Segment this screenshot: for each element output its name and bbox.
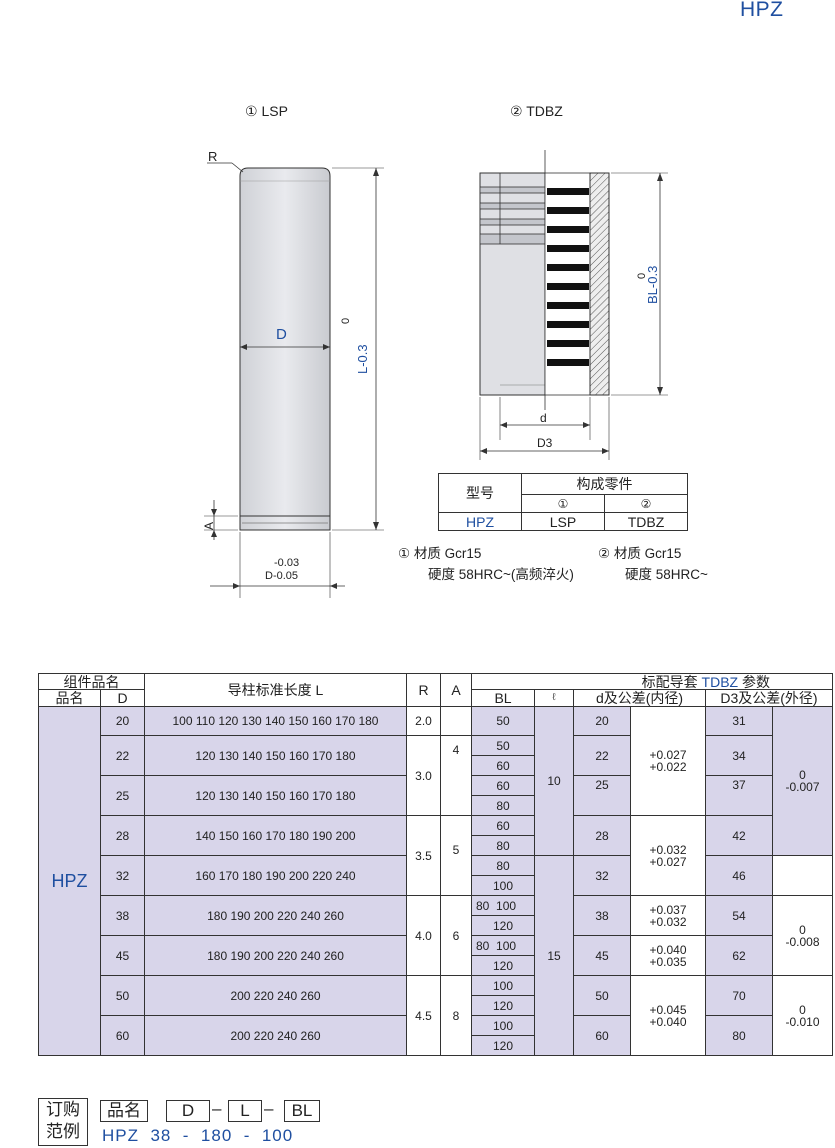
- composition-table: 型号 构成零件 ① ② HPZ LSP TDBZ: [438, 473, 688, 531]
- parts-header: 构成零件: [521, 473, 688, 495]
- spec-table: 组件品名 导柱标准长度 L R A 标配导套 TDBZ 参数 品名 D BL ℓ…: [38, 673, 833, 1056]
- table-row: 45 180 190 200 220 240 260 80 100 45 +0.…: [39, 935, 833, 976]
- r-label: R: [208, 149, 218, 164]
- l-dim-label: L-0.3: [355, 344, 370, 374]
- bushing-header: 标配导套 TDBZ 参数: [471, 673, 833, 690]
- a-label: A: [202, 521, 216, 530]
- part2-no: ②: [604, 494, 688, 513]
- bl-dim-label: BL-0.3: [645, 265, 660, 304]
- tdbz-bushing-drawing: [479, 150, 668, 460]
- technical-drawing: [204, 150, 668, 598]
- order-name-box: 品名: [100, 1100, 148, 1122]
- length-header: 导柱标准长度 L: [144, 673, 407, 707]
- table-row: 60 200 220 240 260 100 60 80: [39, 1015, 833, 1056]
- part1-value: LSP: [521, 512, 605, 531]
- tdbz-title: ② TDBZ: [510, 103, 563, 119]
- order-dash-1: –: [212, 1099, 222, 1118]
- lsp-pin-drawing: [204, 162, 384, 598]
- d-tol-bottom: D-0.05: [265, 570, 299, 582]
- table-row: 50 200 220 240 260 4.5 8 100 50 +0.045+0…: [39, 975, 833, 1056]
- table-row: 38 180 190 200 220 240 260 4.0 6 80 100 …: [39, 895, 833, 976]
- l-header: ℓ: [534, 689, 574, 707]
- bl-header: BL: [471, 689, 535, 707]
- part1-no: ①: [521, 494, 605, 513]
- order-example: HPZ 38 - 180 - 100: [102, 1126, 294, 1145]
- material-2-line2: 硬度 58HRC~: [625, 567, 708, 582]
- component-header: 组件品名: [38, 673, 145, 690]
- part2-value: TDBZ: [604, 512, 688, 531]
- order-label-box: 订购 范例: [38, 1098, 88, 1146]
- model-value: HPZ: [438, 512, 522, 531]
- table-row: 32 160 170 180 190 200 220 240 80 15 32 …: [39, 855, 833, 1056]
- d-tol-header: d及公差(内径): [573, 689, 706, 707]
- d-tol-top: -0.03: [274, 557, 300, 569]
- table-row: 28 140 150 160 170 180 190 200 3.5 5 60 …: [39, 815, 833, 896]
- d-header: D: [100, 689, 145, 707]
- product-code: HPZ: [740, 0, 784, 21]
- r-header: R: [406, 673, 441, 707]
- table-row: HPZ 20 100 110 120 130 140 150 160 170 1…: [38, 706, 833, 1056]
- model-header: 型号: [438, 473, 522, 513]
- material-2-line1: ② 材质 Gcr15: [598, 546, 682, 561]
- material-note-1: ① 材质 Gcr15 硬度 58HRC~(高频淬火): [398, 543, 574, 585]
- material-1-line2: 硬度 58HRC~(高频淬火): [428, 567, 574, 582]
- material-note-2: ② 材质 Gcr15 硬度 58HRC~: [598, 543, 708, 585]
- product-name-cell: HPZ: [38, 706, 101, 1056]
- l-tol-label: 0: [340, 317, 352, 324]
- lsp-title: ① LSP: [245, 103, 288, 119]
- d-inner-label: d: [540, 411, 547, 425]
- order-l-box: L: [228, 1100, 262, 1122]
- order-bl-box: BL: [284, 1100, 320, 1122]
- a-header: A: [440, 673, 472, 707]
- d-label: D: [276, 326, 287, 343]
- table-row: 22 120 130 140 150 160 170 180 3.0 4 50 …: [39, 735, 833, 816]
- order-d-box: D: [166, 1100, 210, 1122]
- d3-tol-header: D3及公差(外径): [705, 689, 833, 707]
- order-dash-2: –: [264, 1099, 274, 1118]
- d3-label: D3: [537, 436, 553, 450]
- table-row: 25 120 130 140 150 160 170 180 60 25 37: [39, 775, 833, 816]
- name-header: 品名: [38, 689, 101, 707]
- material-1-line1: ① 材质 Gcr15: [398, 546, 482, 561]
